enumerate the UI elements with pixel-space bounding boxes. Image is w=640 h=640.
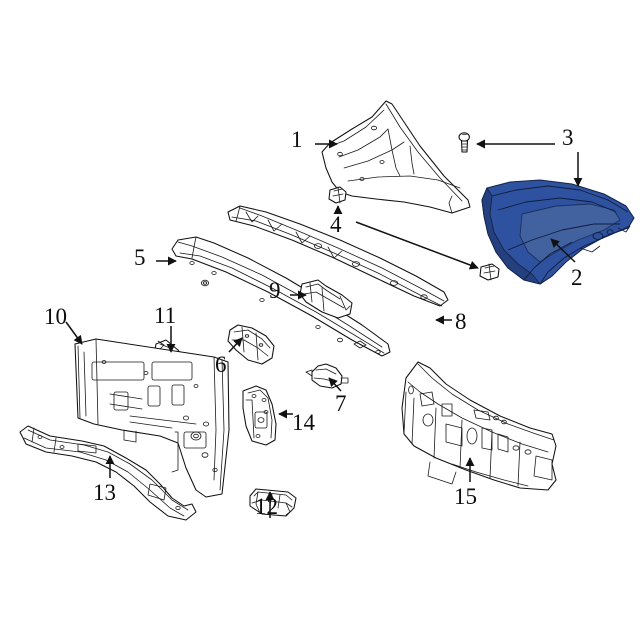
leader-7 [328, 377, 342, 392]
part-10-dash-panel-inner[interactable] [74, 338, 230, 498]
callout-label-15[interactable]: 15 [454, 484, 477, 509]
callout-label-12[interactable]: 12 [255, 494, 278, 519]
part-4-clip-lower[interactable] [479, 263, 500, 281]
part-2-cowl-side-panel-highlighted[interactable] [481, 179, 635, 285]
callout-label-11[interactable]: 11 [154, 303, 177, 328]
callout-label-4[interactable]: 4 [330, 212, 342, 237]
leader-4 [333, 205, 479, 270]
leader-3 [476, 139, 583, 187]
part-13-lower-crossmember[interactable] [19, 425, 197, 521]
callout-label-5[interactable]: 5 [134, 245, 146, 270]
callout-label-9[interactable]: 9 [269, 278, 281, 303]
callout-label-7[interactable]: 7 [335, 391, 347, 416]
callout-label-10[interactable]: 10 [44, 304, 67, 329]
callout-label-8[interactable]: 8 [455, 309, 467, 334]
part-5-cowl-upper-beam[interactable] [171, 236, 391, 357]
part-8-cowl-lower-beam[interactable] [227, 205, 449, 307]
part-14-mounting-plate[interactable] [242, 385, 277, 446]
part-9-reinforcement-bracket[interactable] [299, 279, 353, 319]
callout-label-1[interactable]: 1 [291, 127, 303, 152]
callout-label-14[interactable]: 14 [292, 410, 315, 435]
callout-label-2[interactable]: 2 [571, 265, 583, 290]
leader-2 [550, 238, 576, 263]
callout-label-13[interactable]: 13 [93, 480, 116, 505]
callout-label-6[interactable]: 6 [215, 352, 227, 377]
leader-10 [65, 321, 83, 345]
part-3-bolt-upper[interactable] [458, 132, 470, 153]
part-4-clip-upper[interactable] [328, 186, 347, 204]
part-15-dash-panel-outer[interactable] [401, 361, 557, 491]
callout-label-3[interactable]: 3 [562, 125, 574, 150]
part-7-small-bracket[interactable] [305, 363, 349, 389]
leader-6 [228, 337, 243, 353]
part-6-side-bracket[interactable] [227, 324, 275, 365]
